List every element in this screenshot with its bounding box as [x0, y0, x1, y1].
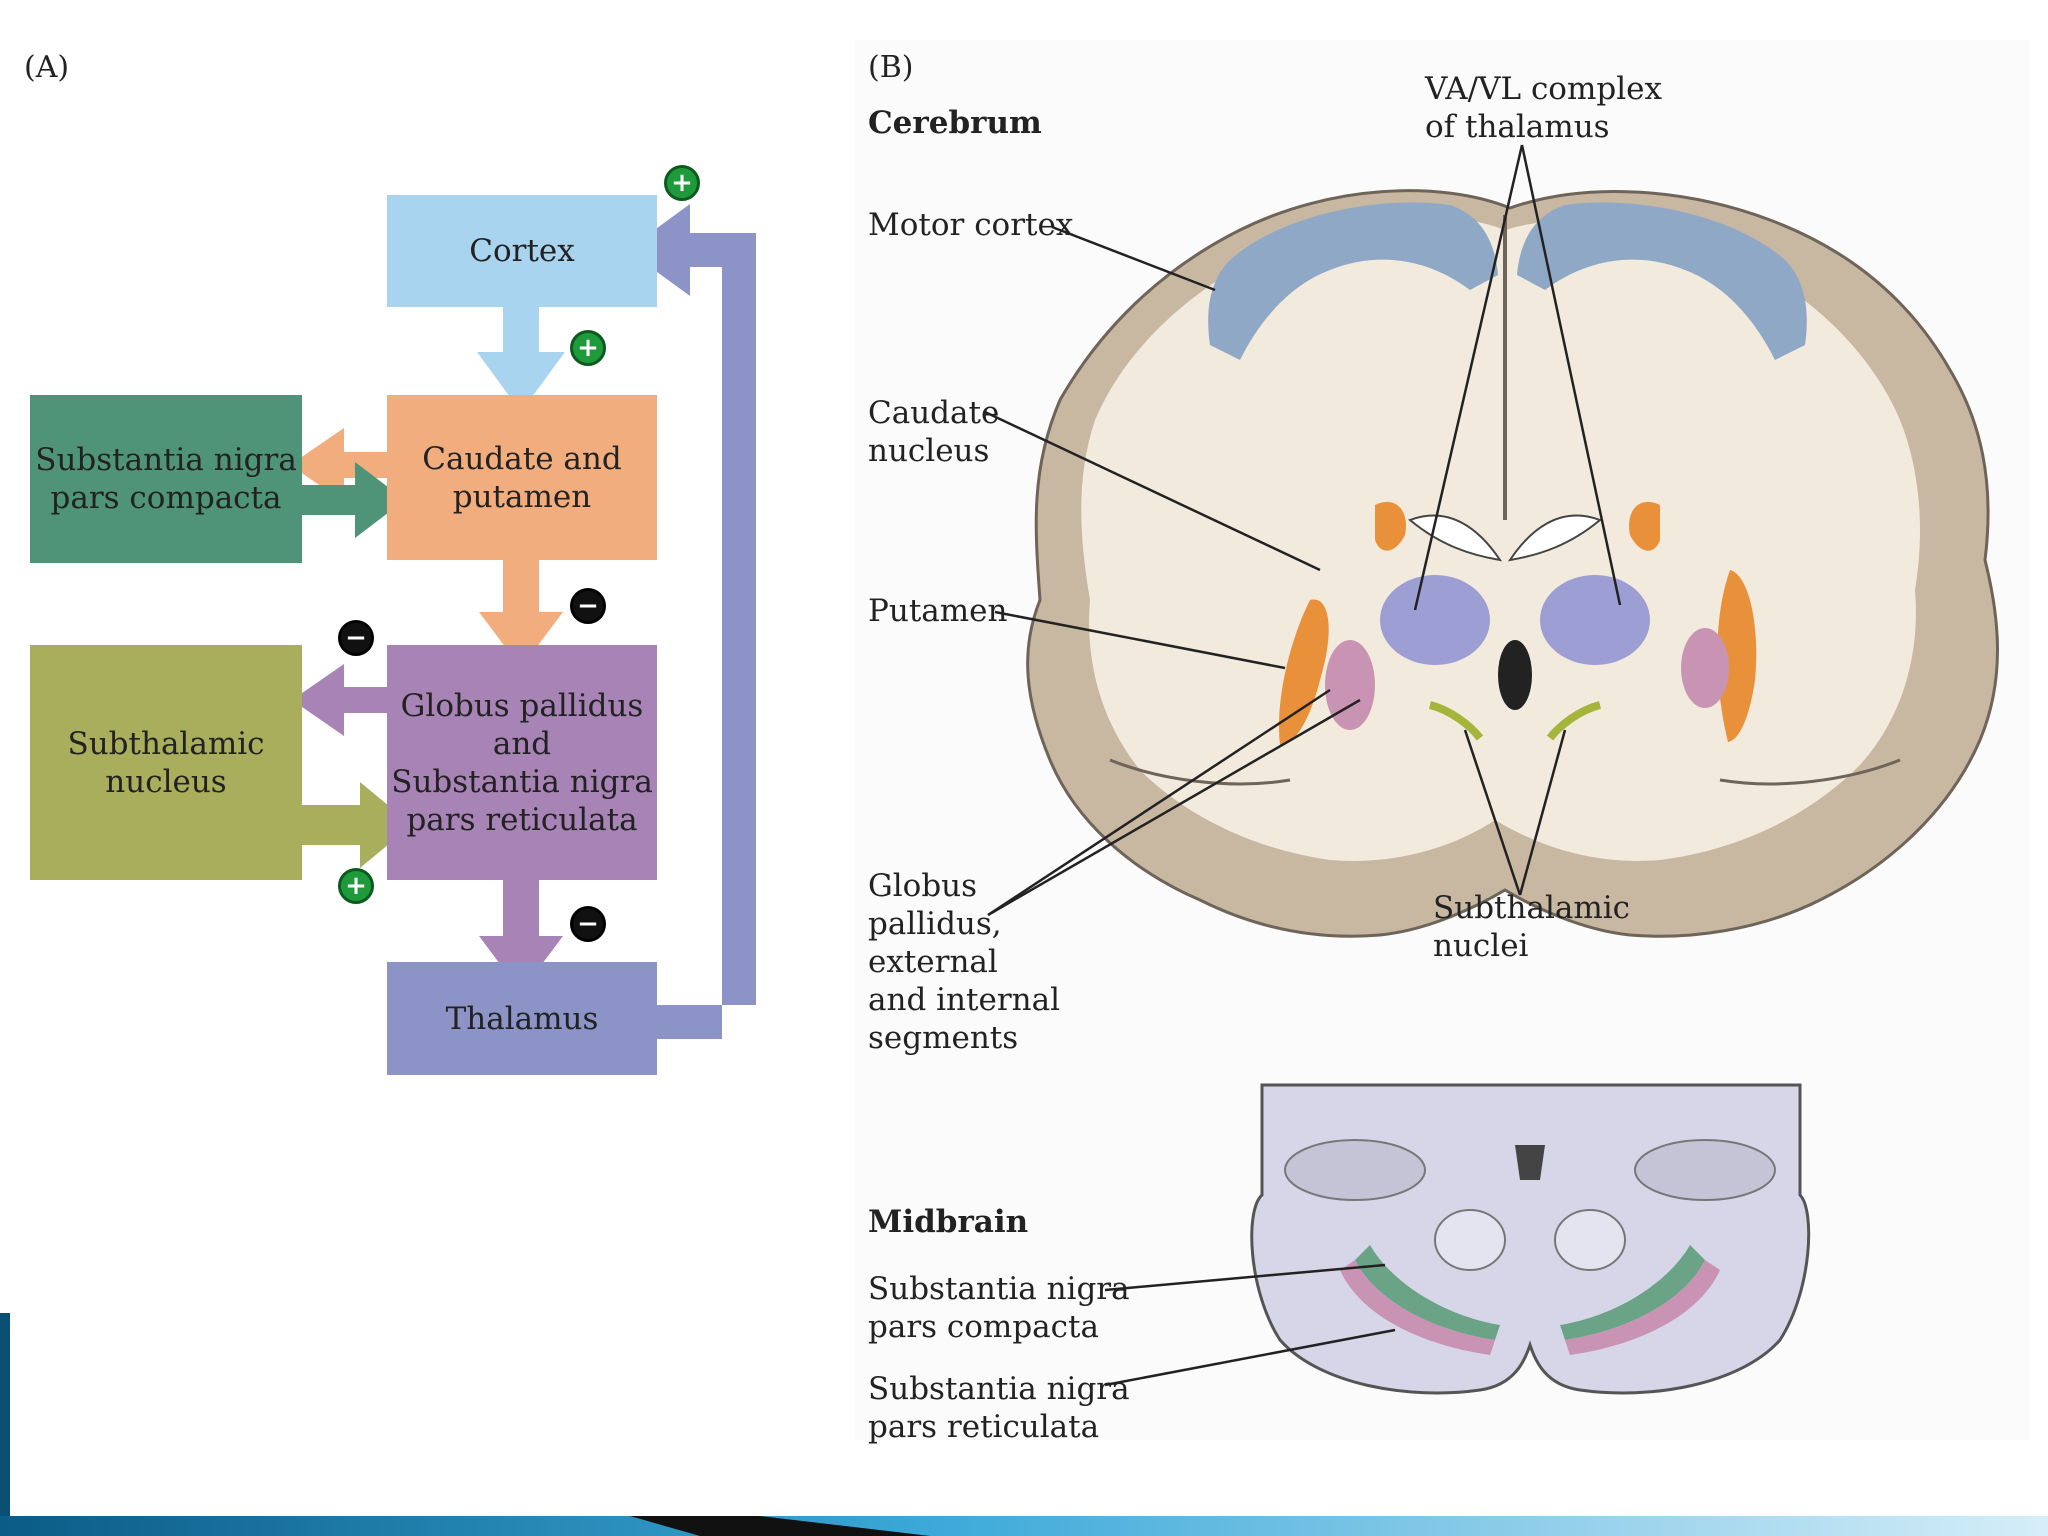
gp-snr-box: Globus pallidus and Substantia nigra par…: [387, 645, 657, 880]
cortex-to-caudate-arrow: [477, 306, 565, 412]
va-vl-complex-label: VA/VL complex of thalamus: [1425, 71, 1662, 145]
putamen-label: Putamen: [868, 593, 1008, 629]
gp-to-stn-arrow: [292, 664, 390, 736]
caudate-putamen-box: Caudate and putamen: [387, 395, 657, 560]
midbrain-heading: Midbrain: [868, 1204, 1029, 1240]
thalamus-to-cortex-arrow: [627, 204, 756, 1039]
leader-lines: [984, 144, 1622, 1387]
thalamus-box: Thalamus: [387, 962, 657, 1075]
left-accent-bar: [0, 1313, 10, 1536]
bottom-accent-bar: [0, 1516, 2048, 1536]
cerebrum-heading: Cerebrum: [868, 105, 1042, 141]
globus-pallidus-label: Globus pallidus, external and internal s…: [868, 868, 1061, 1056]
panel-b-label: (B): [868, 50, 914, 85]
plus-sign-icon: +: [570, 330, 606, 366]
snr-label: Substantia nigra pars reticulata: [868, 1371, 1130, 1445]
cortex-box: Cortex: [387, 195, 657, 307]
caudate-to-gp-arrow: [479, 560, 563, 668]
snc-to-caudate-arrow: [302, 462, 405, 538]
minus-sign-icon: −: [338, 620, 374, 656]
minus-sign-icon: −: [570, 906, 606, 942]
plus-sign-icon: +: [664, 165, 700, 201]
caudate-to-snc-arrow: [290, 428, 390, 502]
coronal-section: [1026, 189, 1999, 938]
minus-sign-icon: −: [570, 588, 606, 624]
plus-sign-icon: +: [338, 868, 374, 904]
midbrain-section: [1250, 1083, 1811, 1395]
stn-box: Subthalamic nucleus: [30, 645, 302, 880]
snc-label: Substantia nigra pars compacta: [868, 1271, 1130, 1345]
caudate-nucleus-label: Caudate nucleus: [868, 395, 1000, 469]
stn-to-gp-arrow: [302, 782, 412, 868]
bottom-wedge: [630, 1516, 930, 1536]
motor-cortex-label: Motor cortex: [868, 207, 1074, 243]
panel-a-label: (A): [24, 50, 70, 85]
subthalamic-nuclei-label: Subthalamic nuclei: [1433, 890, 1631, 964]
snc-box: Substantia nigra pars compacta: [30, 395, 302, 563]
